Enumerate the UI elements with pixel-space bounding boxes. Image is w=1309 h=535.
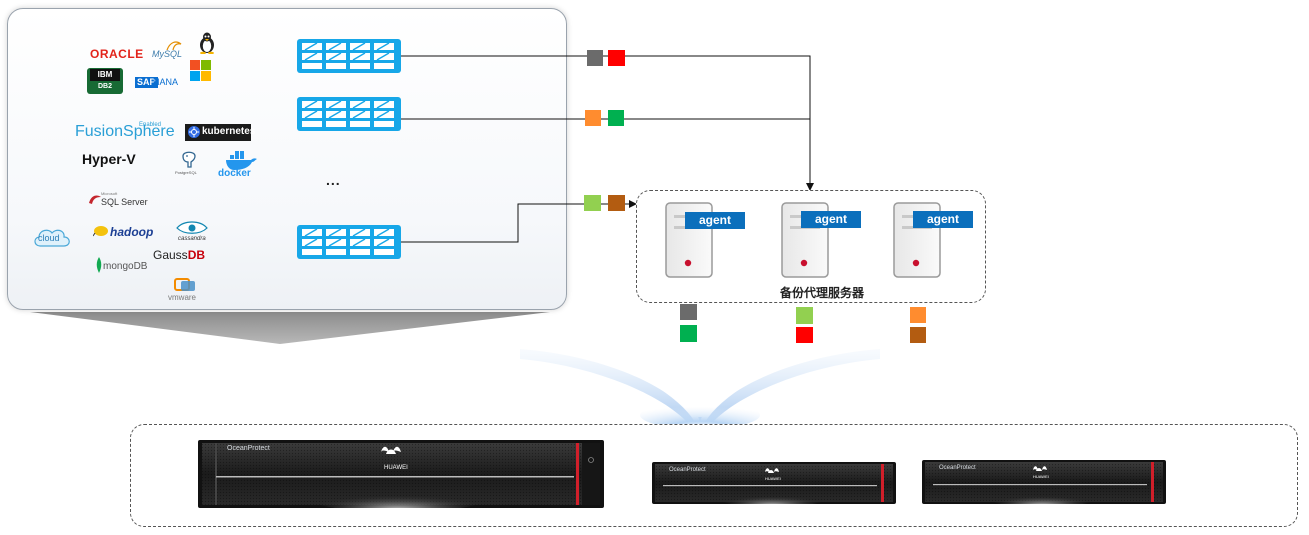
cloud-icon xyxy=(32,225,72,251)
agent-badge-2: agent xyxy=(801,211,861,228)
mysql-dolphin-icon xyxy=(166,38,182,56)
agent-1-square-gray xyxy=(680,304,697,320)
agent-badge-1: agent xyxy=(685,212,745,229)
mongodb-leaf-icon xyxy=(96,257,102,277)
ibm-db2-logo: IBM DB2 xyxy=(87,68,123,94)
fusionsphere-logo: FusionSphere xyxy=(75,123,175,140)
panel-drop-shadow xyxy=(30,312,550,344)
source-workloads-panel xyxy=(7,8,567,310)
ibm-label: IBM xyxy=(90,69,120,81)
fusionsphere-tag: Enabled xyxy=(139,122,162,128)
storage-device-1: OceanProtect HUAWEI xyxy=(198,440,604,512)
agent-2-square-red xyxy=(796,327,813,343)
windows-icon xyxy=(190,60,212,86)
agent-3-square-brown xyxy=(910,327,926,343)
hyperv-logo: Hyper-V xyxy=(82,151,136,167)
flow-line-1 xyxy=(401,55,814,191)
hadoop-elephant-icon xyxy=(92,225,109,241)
agent-2-square-light-green xyxy=(796,307,813,324)
postgresql-label: PostgreSQL xyxy=(175,170,197,175)
device-3-vendor: HUAWEI xyxy=(1033,474,1049,479)
linux-tux-icon xyxy=(198,32,216,58)
more-databases-ellipsis: ... xyxy=(326,172,341,188)
device-2-brand: OceanProtect xyxy=(669,467,706,473)
data-funnel-beam xyxy=(520,345,880,425)
flow-3-square-brown xyxy=(608,195,625,211)
flow-1-square-red xyxy=(608,50,625,66)
postgresql-elephant-icon xyxy=(180,150,198,172)
backup-proxy-label: 备份代理服务器 xyxy=(780,286,865,300)
mongodb-label: mongoDB xyxy=(103,261,148,272)
db2-label: DB2 xyxy=(97,83,112,90)
database-block-2 xyxy=(297,97,401,131)
mysql-logo: MySQL xyxy=(152,49,183,59)
gaussdb-suffix: DB xyxy=(187,248,206,262)
cloud-label: cloud xyxy=(38,233,60,243)
vmware-icon xyxy=(172,278,200,296)
kubernetes-helm-icon xyxy=(188,126,200,138)
sqlserver-tag: Microsoft xyxy=(101,191,118,196)
database-block-3 xyxy=(297,225,401,259)
agent-3-square-orange xyxy=(910,307,926,323)
docker-label: docker xyxy=(218,168,251,179)
sqlserver-label: SQL Server xyxy=(101,197,148,207)
flow-line-3 xyxy=(401,200,637,243)
device-2-vendor: HUAWEI xyxy=(765,476,781,481)
flow-2-square-green xyxy=(608,110,624,126)
storage-device-2: OceanProtect HUAWEI xyxy=(652,462,896,507)
device-3-brand: OceanProtect xyxy=(939,465,976,471)
docker-whale-icon xyxy=(224,151,258,175)
flow-2-square-orange xyxy=(585,110,601,126)
database-block-1 xyxy=(297,39,401,73)
cassandra-eye-icon xyxy=(176,221,208,239)
hadoop-label: hadoop xyxy=(110,225,154,239)
vmware-label: vmware xyxy=(168,293,197,302)
gaussdb-prefix: Gauss xyxy=(153,248,188,262)
sqlserver-icon xyxy=(88,193,102,209)
storage-device-3: OceanProtect HUAWEI xyxy=(922,460,1166,507)
cassandra-label: cassandra xyxy=(178,236,206,242)
hana-label: HANA xyxy=(153,77,179,87)
sap-logo: SAP xyxy=(135,77,158,88)
agent-badge-3: agent xyxy=(913,211,973,228)
flow-1-square-gray xyxy=(587,50,603,66)
flow-3-square-light-green xyxy=(584,195,601,211)
oracle-logo: ORACLE xyxy=(90,47,144,61)
kubernetes-logo: kubernetes xyxy=(185,124,255,141)
gaussdb-logo: GaussDB xyxy=(153,249,205,261)
device-1-vendor: HUAWEI xyxy=(384,465,408,471)
device-1-brand: OceanProtect xyxy=(227,445,270,452)
agent-1-square-green xyxy=(680,325,697,342)
kubernetes-label: kubernetes xyxy=(202,126,256,137)
